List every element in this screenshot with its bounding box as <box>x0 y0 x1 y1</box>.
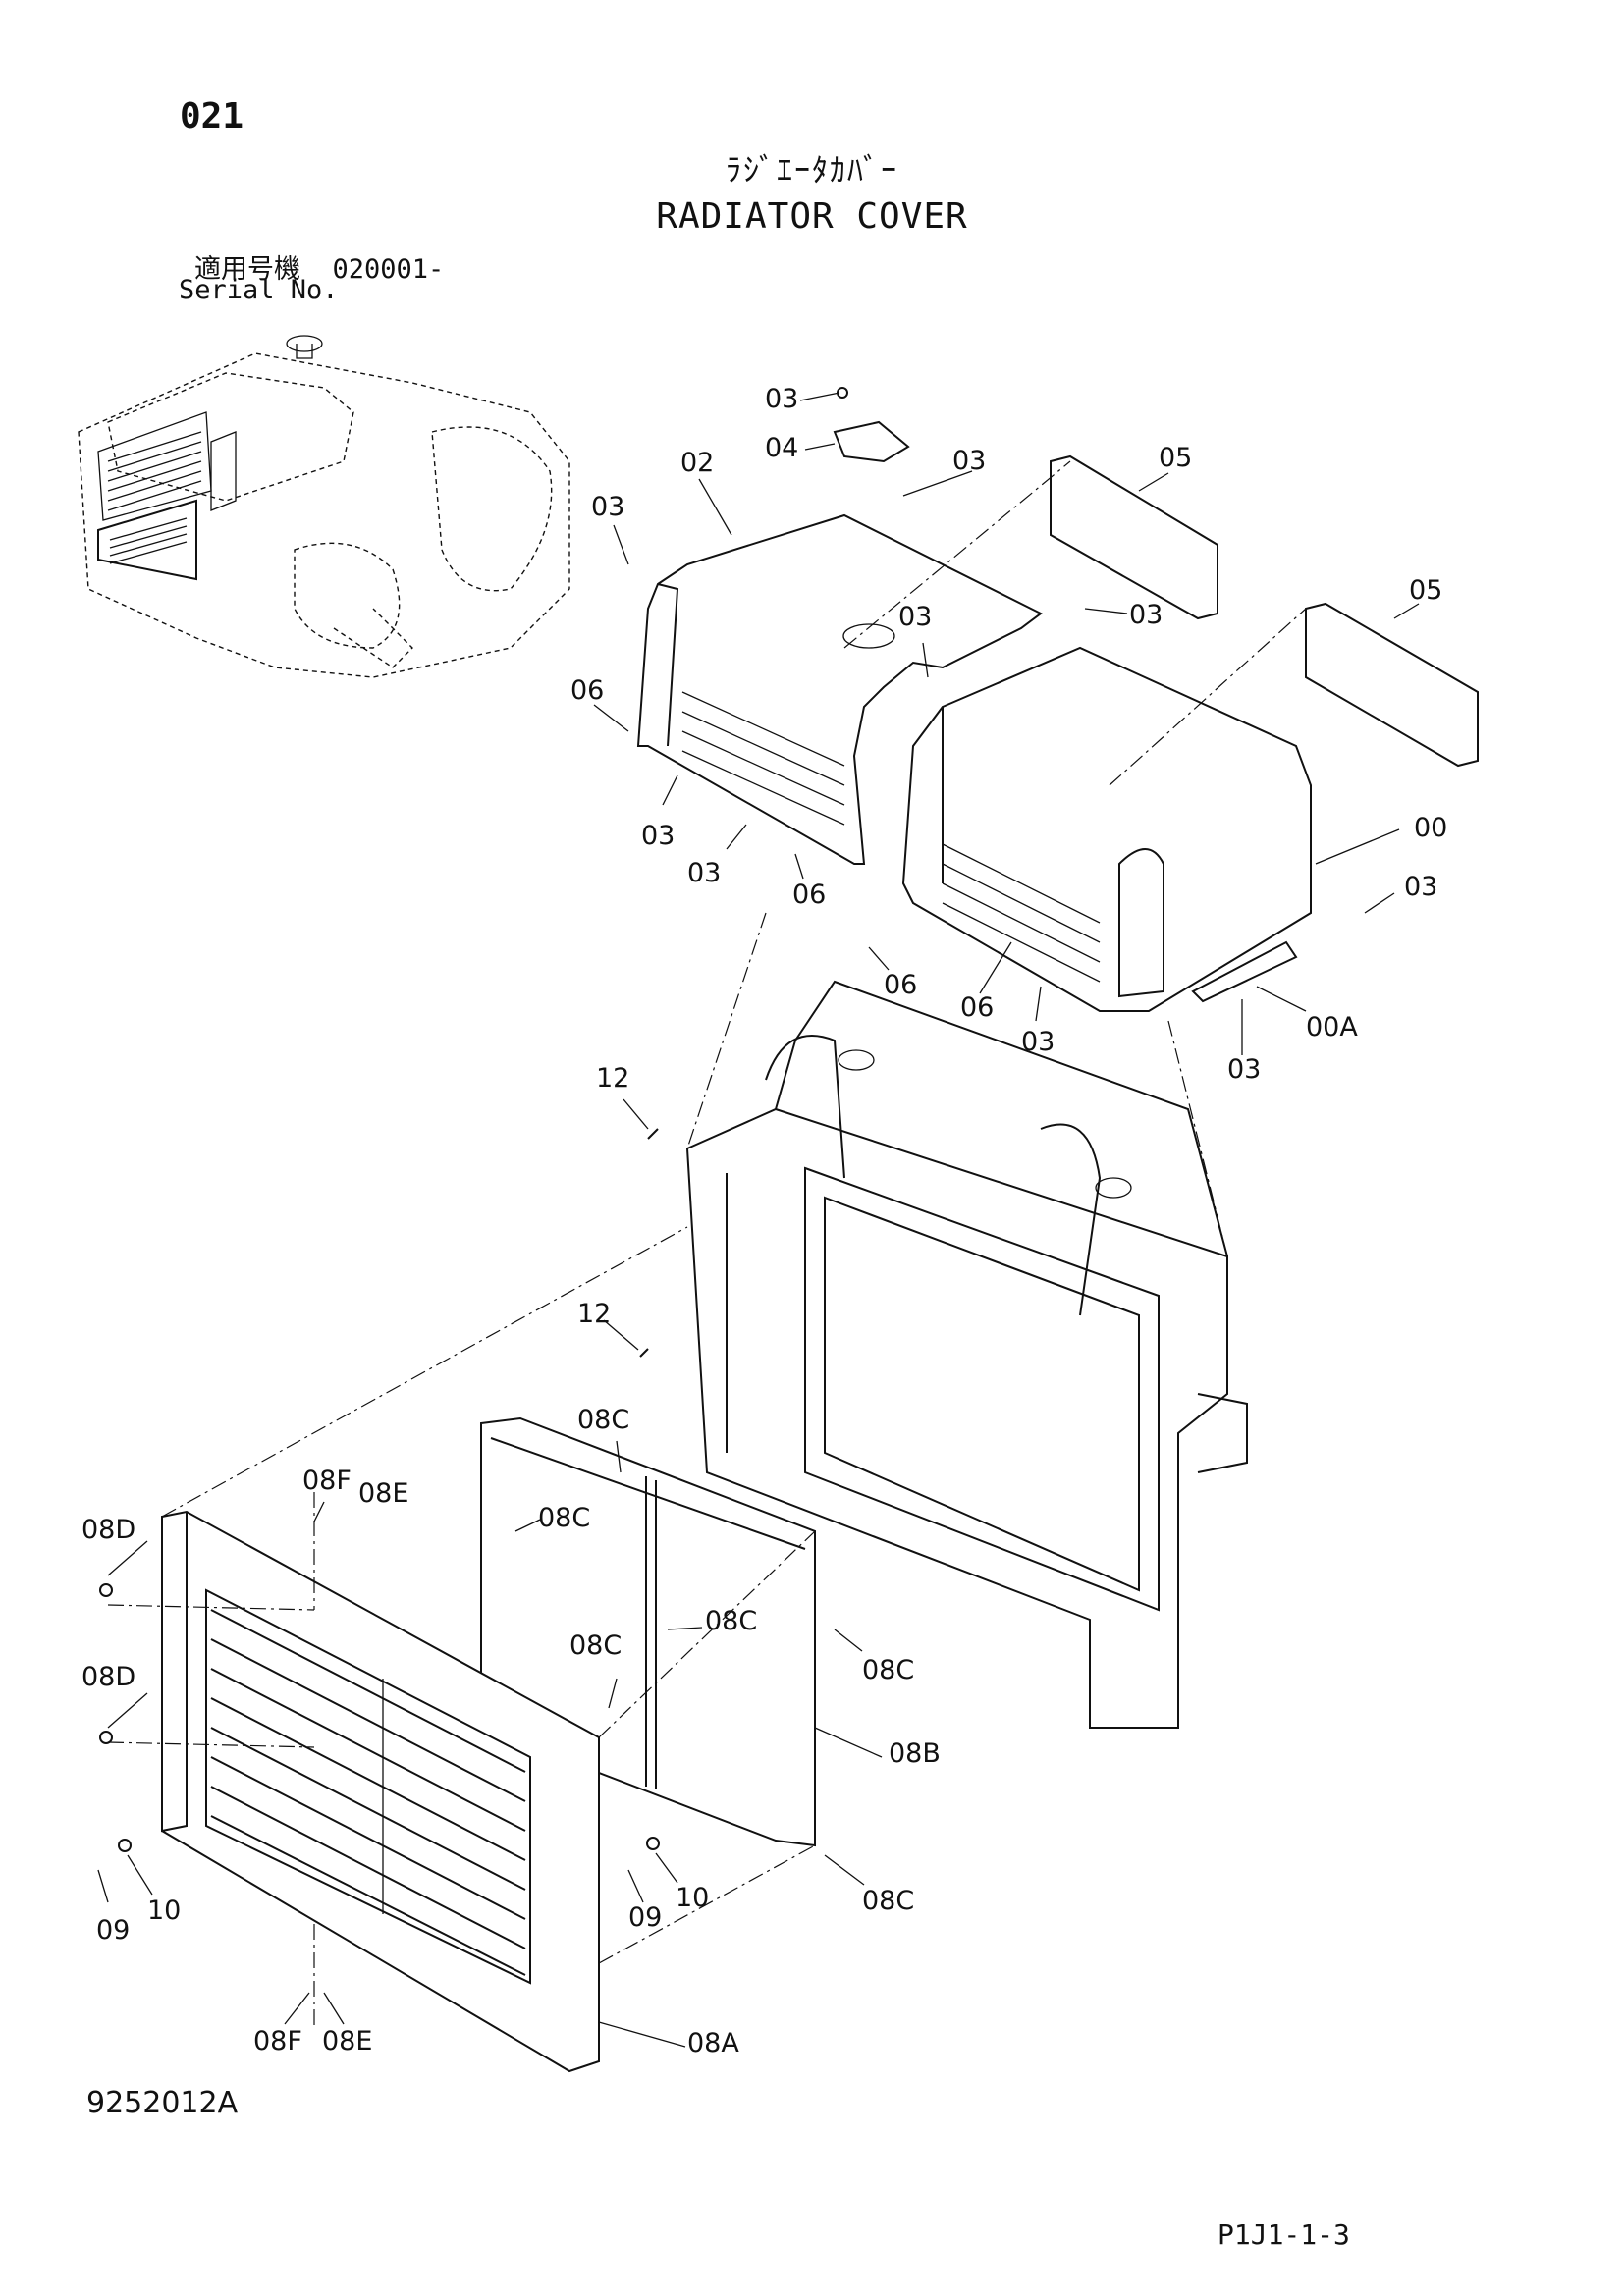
callout-03: 03 <box>1021 1027 1055 1057</box>
callout-06: 06 <box>884 970 917 1000</box>
callout-03: 03 <box>687 858 721 888</box>
machine-locator-view <box>78 335 570 678</box>
callout-08c: 08C <box>538 1503 590 1533</box>
callout-09: 09 <box>96 1915 130 1946</box>
callout-04: 04 <box>765 433 798 463</box>
serial-label: 適用号機 020001- <box>194 247 444 286</box>
callout-12: 12 <box>596 1063 629 1094</box>
callout-06: 06 <box>570 675 604 706</box>
callout-03: 03 <box>765 384 798 414</box>
pin-12-lower <box>639 1348 649 1358</box>
callout-00a: 00A <box>1306 1012 1358 1042</box>
locator-slots <box>109 517 188 564</box>
callout-08d: 08D <box>81 1662 135 1692</box>
seal-05-upper <box>1050 454 1218 620</box>
callout-10: 10 <box>676 1883 709 1913</box>
callout-08c: 08C <box>577 1405 629 1435</box>
callout-08c: 08C <box>862 1655 914 1685</box>
callout-03: 03 <box>1227 1054 1261 1085</box>
pin-12-upper <box>647 1128 659 1140</box>
callout-08f: 08F <box>253 2026 302 2056</box>
callout-06: 06 <box>792 880 826 910</box>
callout-03: 03 <box>952 446 986 476</box>
bolt-08d-upper <box>99 1583 113 1597</box>
callout-03: 03 <box>641 821 675 851</box>
callout-08e: 08E <box>358 1478 408 1509</box>
page-title: RADIATOR COVER <box>656 196 968 237</box>
callout-08c: 08C <box>862 1886 914 1916</box>
document-code: 9252012A <box>86 2086 239 2120</box>
callout-03: 03 <box>591 492 624 522</box>
callout-03: 03 <box>1404 872 1437 902</box>
washer-10-left <box>118 1839 132 1852</box>
alignment-lines <box>107 460 1307 2027</box>
page-number: 021 <box>180 96 244 136</box>
vent-slots-00 <box>942 843 1101 983</box>
locator-grille-lines <box>107 431 202 511</box>
callout-08a: 08A <box>687 2028 739 2058</box>
callout-02: 02 <box>680 448 714 478</box>
callout-08d: 08D <box>81 1515 135 1545</box>
callout-08b: 08B <box>889 1738 941 1769</box>
callout-00: 00 <box>1414 813 1447 843</box>
callout-10: 10 <box>147 1896 181 1926</box>
callout-09: 09 <box>628 1902 662 1933</box>
callout-08c: 08C <box>705 1606 757 1636</box>
seal-05-lower <box>1305 602 1479 768</box>
washer-10-right <box>646 1837 660 1850</box>
page-reference: P1J1-1-3 <box>1218 2218 1350 2251</box>
callout-08f: 08F <box>302 1466 352 1496</box>
callout-08e: 08E <box>322 2026 372 2056</box>
serial-label-en: Serial No. <box>179 275 339 305</box>
callout-12: 12 <box>577 1299 611 1329</box>
callout-05: 05 <box>1159 443 1192 473</box>
callout-06: 06 <box>960 992 994 1023</box>
vent-slots-02 <box>681 691 845 826</box>
callout-03: 03 <box>1129 600 1163 630</box>
radiator-frame-assembly <box>685 980 1248 1729</box>
grille-louvers <box>210 1609 526 1976</box>
serial-value: 020001- <box>332 254 445 285</box>
grille-08a <box>161 1510 600 2073</box>
serial-label-jp: 適用号機 <box>194 254 300 285</box>
cover-plate-04 <box>833 420 910 463</box>
callout-08c: 08C <box>569 1630 622 1661</box>
callout-labels: 03 04 02 03 05 03 05 03 03 06 03 03 06 0… <box>81 384 1447 2058</box>
radiator-cover-00 <box>901 646 1312 1012</box>
callout-03: 03 <box>898 602 932 632</box>
bolt-08d-lower <box>99 1731 113 1744</box>
leader-lines <box>97 392 1420 2048</box>
callout-05: 05 <box>1409 575 1442 606</box>
upper-cover-02 <box>636 513 1043 865</box>
title-japanese: ﾗｼﾞｴｰﾀｶﾊﾞｰ <box>725 151 898 188</box>
